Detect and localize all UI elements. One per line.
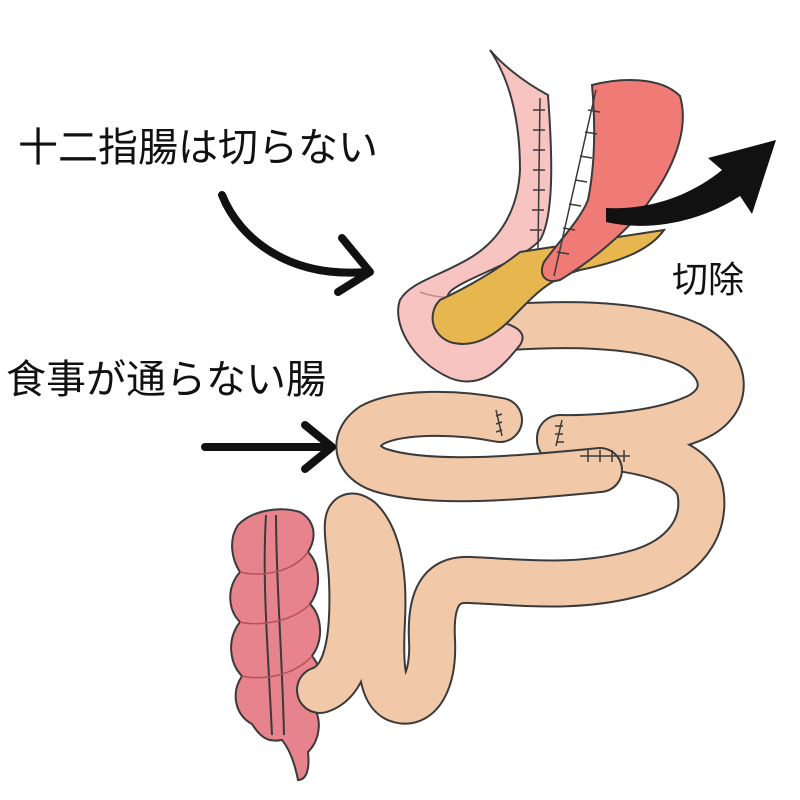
arrow-resection-shaft <box>606 140 776 226</box>
resected-suture <box>553 89 601 277</box>
small-intestine-fill <box>298 303 743 723</box>
bypassed-limb-fill <box>337 392 621 501</box>
duodenum-suture <box>530 97 545 251</box>
colon-haustra-2 <box>239 603 311 625</box>
colon-tenia-right <box>275 514 285 736</box>
label-duodenum-not-cut: 十二指腸は切らない <box>18 125 378 171</box>
arrow-bypass <box>201 421 336 473</box>
arrow-bypass-head <box>301 421 336 473</box>
arrow-duodenum-curve <box>218 191 370 277</box>
colon-haustra-3 <box>241 655 313 679</box>
pancreas <box>431 228 667 345</box>
label-bypassed-intestine: 食事が通らない腸 <box>6 357 326 403</box>
duodenum-body <box>397 49 553 383</box>
colon <box>229 508 323 782</box>
small-intestine <box>296 301 745 725</box>
arrow-resection <box>606 140 776 226</box>
label-resection: 切除 <box>672 260 745 301</box>
colon-tenia-left <box>263 514 273 736</box>
suture-marks <box>495 409 630 462</box>
colon-haustra-1 <box>239 551 309 575</box>
arrow-duodenum-head <box>334 234 374 296</box>
arrow-duodenum <box>218 191 374 296</box>
resected-stomach-body <box>541 79 684 282</box>
resected-stomach <box>541 79 684 282</box>
